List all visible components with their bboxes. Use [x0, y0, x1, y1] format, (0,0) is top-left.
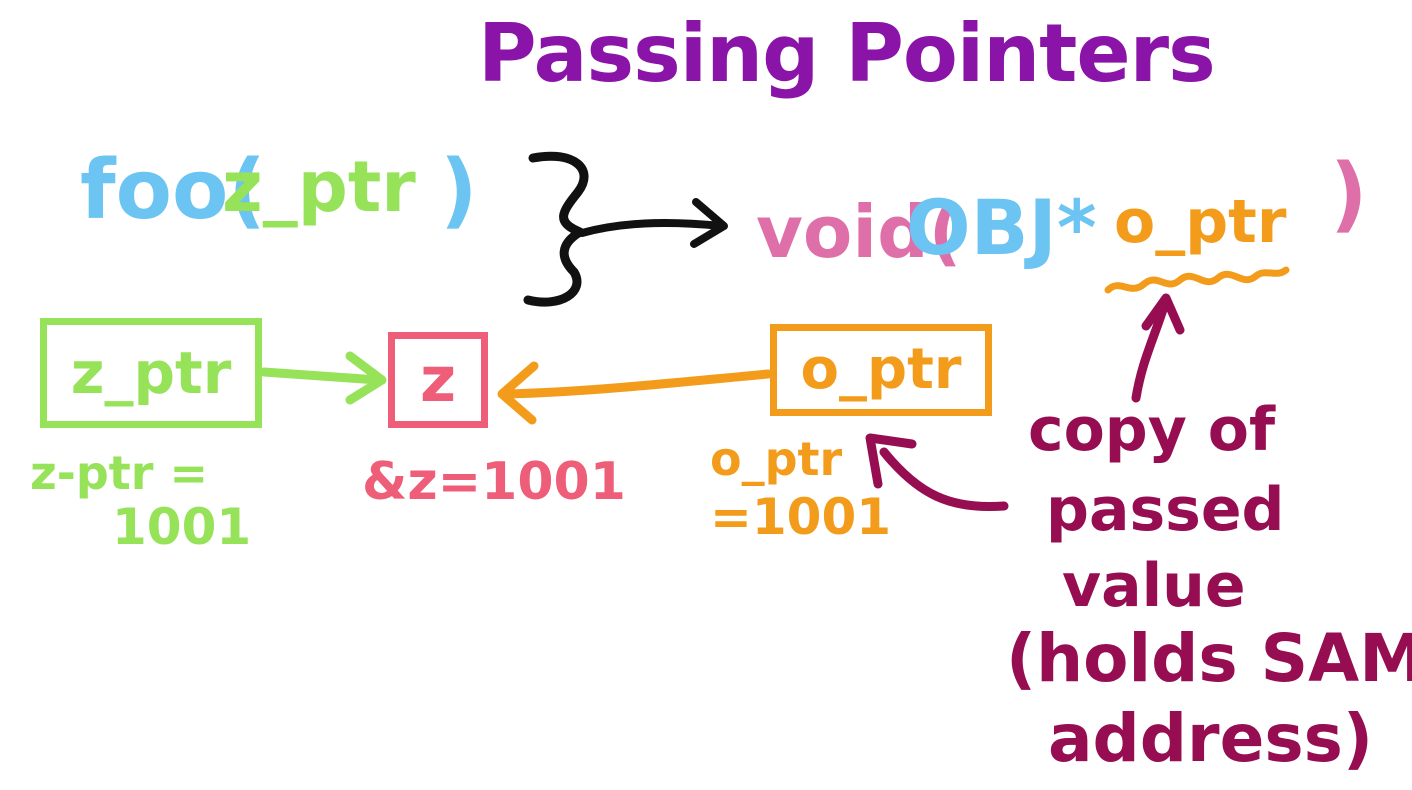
call-function-name: foo( — [80, 143, 266, 238]
annotation-to-param-arrow — [1131, 293, 1185, 403]
annotation-to-o-ptr-arrow — [865, 433, 1009, 512]
diagram-title: Passing Pointers — [478, 7, 1216, 100]
o-ptr-box-label: o_ptr — [800, 337, 962, 402]
signature-close-paren: ) — [1330, 147, 1368, 242]
curly-brace-icon — [523, 151, 589, 307]
o-ptr-box: o_ptr — [770, 324, 992, 416]
z-object-box: z — [388, 332, 488, 428]
call-close-paren: ) — [440, 143, 478, 238]
o-ptr-value-label: o_ptr — [710, 432, 843, 486]
signature-param-name: o_ptr — [1114, 187, 1287, 257]
o-ptr-underline-squiggle — [1104, 266, 1290, 294]
annotation-line-3: value — [1062, 551, 1246, 621]
annotation-line-2: passed — [1046, 475, 1285, 545]
z-ptr-value: 1001 — [112, 498, 252, 556]
z-ptr-value-label: z-ptr = — [30, 446, 209, 500]
signature-param-type: OBJ* — [906, 183, 1097, 272]
signature-return-type: void( — [756, 190, 962, 274]
annotation-line-5: address) — [1048, 700, 1374, 777]
o-ptr-to-z-arrow — [497, 361, 773, 425]
z-ptr-box: z_ptr — [40, 318, 262, 428]
o-ptr-value: =1001 — [710, 488, 892, 546]
z-object-box-label: z — [419, 343, 457, 416]
z-ptr-to-z-arrow — [259, 351, 387, 405]
z-address-label: &z=1001 — [362, 452, 626, 512]
annotation-line-4: (holds SAME — [1006, 620, 1412, 697]
call-argument: z_ptr — [222, 146, 416, 228]
annotation-line-1: copy of — [1028, 395, 1276, 465]
call-to-signature-arrow — [578, 198, 728, 248]
z-ptr-box-label: z_ptr — [70, 339, 232, 407]
